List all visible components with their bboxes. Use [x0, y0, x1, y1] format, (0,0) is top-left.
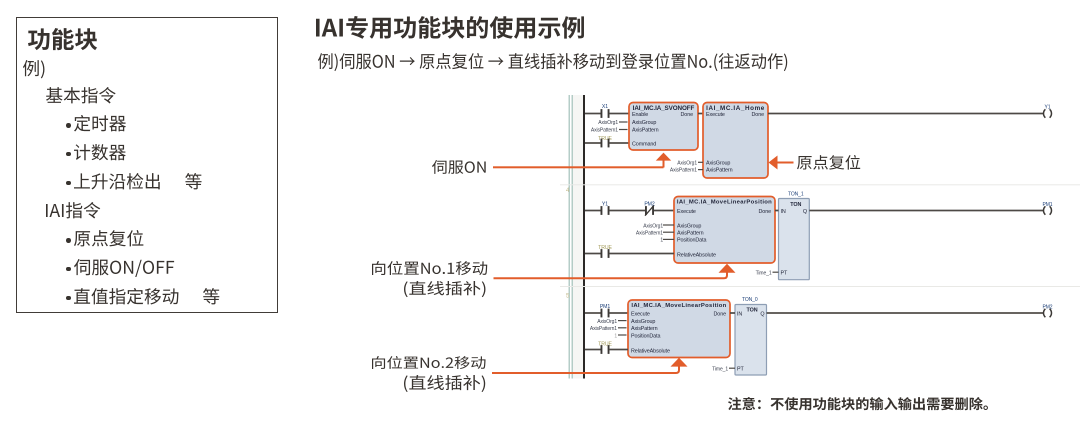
svg-text:TRUE: TRUE — [598, 245, 612, 251]
svg-text:IAI_MC.IA_Home: IAI_MC.IA_Home — [706, 105, 765, 112]
svg-text:1: 1 — [614, 333, 617, 339]
svg-text:PT: PT — [737, 367, 744, 373]
svg-text:IN: IN — [781, 209, 786, 215]
svg-text:TRUE: TRUE — [598, 341, 612, 347]
svg-text:RelativeAbsolute: RelativeAbsolute — [677, 252, 716, 258]
svg-text:Execute: Execute — [631, 312, 650, 318]
svg-text:TRUE: TRUE — [598, 136, 612, 142]
svg-text:AxisOrg1: AxisOrg1 — [598, 120, 618, 126]
svg-text:IAI_MC.IA_MoveLinearPosition: IAI_MC.IA_MoveLinearPosition — [631, 303, 726, 309]
svg-text:IN: IN — [737, 312, 742, 318]
svg-text:Y1: Y1 — [1045, 105, 1051, 111]
svg-text:1: 1 — [660, 238, 663, 244]
svg-text:AxisGroup: AxisGroup — [706, 160, 730, 166]
svg-text:PM1: PM1 — [600, 304, 611, 310]
svg-text:Execute: Execute — [677, 209, 696, 215]
svg-text:PositionData: PositionData — [631, 333, 660, 339]
svg-text:PM2: PM2 — [1043, 305, 1053, 311]
svg-text:PM1: PM1 — [1043, 202, 1053, 208]
svg-text:AxisPattern: AxisPattern — [631, 326, 658, 332]
svg-text:PositionData: PositionData — [677, 238, 706, 244]
svg-text:Command: Command — [632, 142, 656, 148]
svg-text:Done: Done — [714, 312, 727, 318]
svg-text:TON: TON — [790, 202, 801, 208]
svg-text:AxisOrg1: AxisOrg1 — [643, 223, 663, 229]
svg-text:AxisGroup: AxisGroup — [632, 120, 656, 126]
svg-text:Q: Q — [803, 209, 807, 215]
svg-text:AxisPattern1: AxisPattern1 — [670, 168, 697, 174]
svg-text:AxisGroup: AxisGroup — [631, 319, 655, 325]
svg-text:X1: X1 — [602, 104, 608, 110]
svg-text:IAI_MC.IA_SVONOFF: IAI_MC.IA_SVONOFF — [633, 105, 695, 112]
svg-text:Time_1: Time_1 — [712, 367, 728, 373]
svg-text:AxisPattern: AxisPattern — [706, 168, 733, 174]
svg-text:Enable: Enable — [632, 112, 648, 118]
svg-text:IAI_MC.IA_MoveLinearPosition: IAI_MC.IA_MoveLinearPosition — [677, 200, 772, 206]
svg-text:AxisPattern1: AxisPattern1 — [590, 326, 617, 332]
svg-text:AxisOrg1: AxisOrg1 — [677, 160, 697, 166]
svg-text:TON_0: TON_0 — [742, 297, 758, 303]
svg-text:Execute: Execute — [706, 112, 725, 118]
svg-text:AxisGroup: AxisGroup — [677, 223, 701, 229]
svg-text:5: 5 — [566, 293, 570, 299]
svg-text:TON: TON — [747, 307, 758, 313]
svg-text:4: 4 — [566, 188, 570, 194]
svg-text:AxisOrg1: AxisOrg1 — [597, 319, 617, 325]
svg-text:AxisPattern: AxisPattern — [632, 128, 659, 134]
svg-text:TON_1: TON_1 — [788, 191, 804, 197]
svg-text:Done: Done — [681, 112, 694, 118]
svg-text:AxisPattern1: AxisPattern1 — [636, 231, 663, 237]
svg-text:AxisPattern: AxisPattern — [677, 231, 704, 237]
svg-text:Time_1: Time_1 — [756, 271, 772, 277]
svg-text:Q: Q — [760, 312, 764, 318]
svg-text:Y1: Y1 — [602, 202, 608, 208]
svg-text:PM2: PM2 — [644, 202, 655, 208]
svg-text:RelativeAbsolute: RelativeAbsolute — [631, 348, 670, 354]
svg-text:PT: PT — [781, 271, 788, 277]
svg-text:AxisPattern1: AxisPattern1 — [591, 128, 618, 134]
svg-text:Done: Done — [752, 112, 765, 118]
svg-text:Done: Done — [759, 209, 772, 215]
